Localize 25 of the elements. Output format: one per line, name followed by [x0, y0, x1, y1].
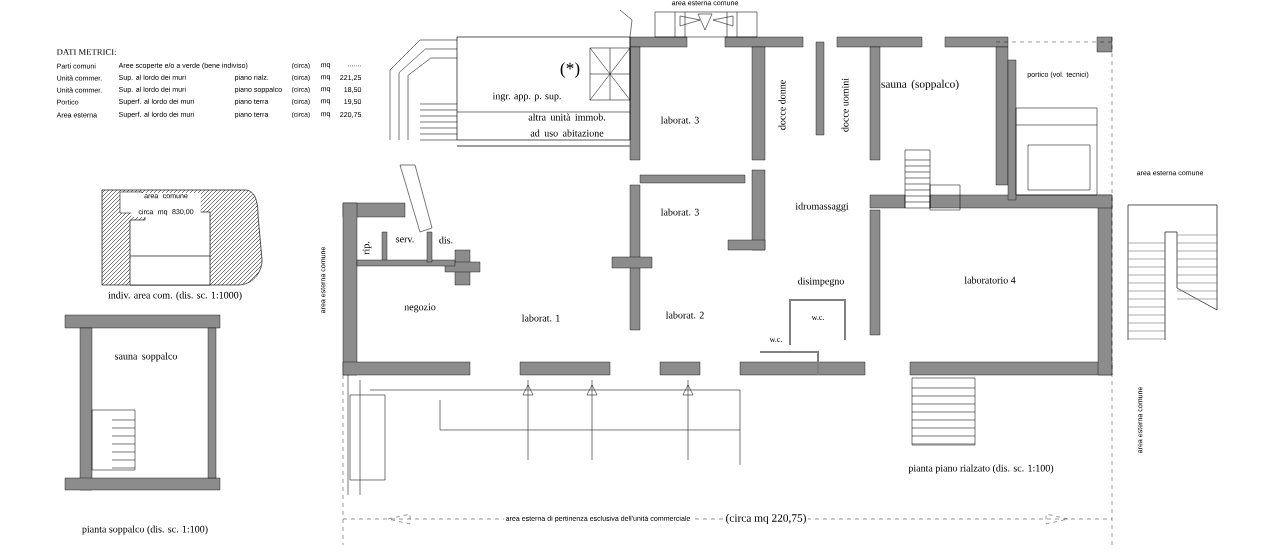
- room-label: sauna soppalco: [115, 352, 177, 362]
- room-label: laboratorio 4: [964, 276, 1016, 284]
- room-label: pianta soppalco (dis. sc. 1:100): [82, 525, 208, 535]
- room-label: w.c.: [769, 338, 782, 342]
- room-label: rip.: [362, 241, 372, 255]
- room-label: docce donne: [778, 80, 786, 130]
- room-label: laborat. 1: [521, 314, 560, 322]
- room-label: serv.: [396, 237, 414, 243]
- room-label: laborat. 3: [660, 116, 699, 124]
- room-label: w.c.: [811, 316, 824, 320]
- room-label: ingr. app. p. sup.: [492, 92, 561, 102]
- room-label: laborat. 3: [660, 208, 699, 216]
- table-title: DATI METRICI:: [56, 49, 116, 55]
- room-label: disimpegno: [798, 277, 844, 287]
- room-label: laborat. 2: [665, 311, 704, 319]
- note-mark: (*): [560, 62, 580, 78]
- room-label: negozio: [404, 303, 436, 313]
- room-label: idromassaggi: [795, 202, 849, 212]
- room-label: indiv. area com. (dis. sc. 1:1000): [108, 291, 242, 301]
- room-label: docce uomini: [841, 78, 849, 132]
- room-label: dis.: [439, 236, 453, 244]
- room-label: altra unità immob. ad uso abitazione: [528, 113, 606, 137]
- room-label: pianta piano rialzato (dis. sc. 1:100): [908, 464, 1054, 474]
- room-label: sauna (soppalco): [881, 79, 959, 91]
- room-label: (circa mq 220,75): [724, 512, 808, 526]
